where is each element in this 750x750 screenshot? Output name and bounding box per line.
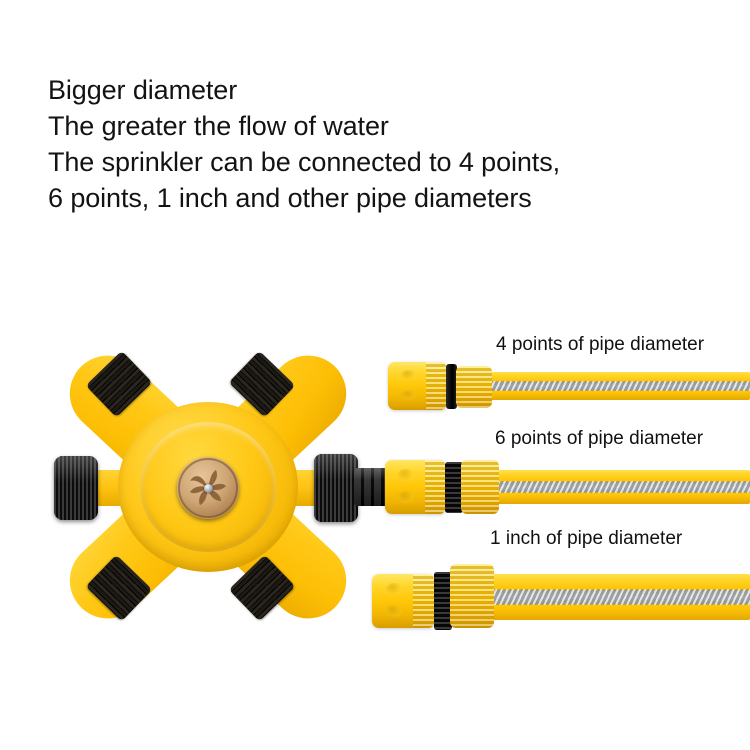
hose-assembly-1-inch: 1 inch of pipe diameter: [372, 528, 750, 630]
collar-ribs: [450, 564, 494, 628]
hose-label-1-inch: 1 inch of pipe diameter: [490, 528, 683, 549]
sprinkler-hub: [118, 402, 298, 572]
collar-ribs: [456, 366, 492, 408]
hose-coupler-6-points: [385, 460, 445, 514]
collar-ribs: [461, 460, 499, 514]
hose-mesh-6-points: [493, 481, 750, 493]
hose-coupler-4-points: [388, 362, 446, 410]
coupler-dimple-lower: [398, 491, 414, 504]
hose-assembly-4-points: 4 points of pipe diameter: [388, 330, 750, 410]
hose-label-6-points: 6 points of pipe diameter: [495, 428, 704, 449]
headline-line-1: Bigger diameter: [48, 75, 238, 105]
headline-line-2: The greater the flow of water: [48, 111, 389, 141]
brass-turbine-icon: [177, 457, 239, 519]
coupler-dimple-lower: [385, 605, 402, 618]
hose-tube-1-inch: [490, 574, 750, 620]
hose-black-collar-6-points: [445, 462, 463, 513]
hose-collar-1-inch: [450, 564, 494, 628]
headline-line-3: The sprinkler can be connected to 4 poin…: [48, 147, 561, 177]
hose-coupler-1-inch: [372, 574, 434, 628]
hose-collar-6-points: [461, 460, 499, 514]
hose-assembly-6-points: 6 points of pipe diameter: [385, 428, 750, 516]
hose-tube-6-points: [493, 470, 750, 504]
right-connector-nut: [314, 454, 358, 522]
coupler-ribs: [412, 574, 434, 628]
hose-mesh-1-inch: [490, 589, 750, 605]
headline-block: Bigger diameter The greater the flow of …: [48, 72, 738, 216]
hose-label-4-points: 4 points of pipe diameter: [496, 334, 705, 355]
hose-black-collar-1-inch: [434, 572, 452, 630]
coupler-ribs: [424, 460, 445, 514]
coupler-dimple-upper: [400, 369, 416, 381]
coupler-dimple-lower: [400, 389, 416, 401]
sprinkler-product-photo: [32, 322, 406, 652]
coupler-ribs: [426, 362, 446, 410]
hose-oring-4-points: [446, 364, 457, 409]
hose-mesh-4-points: [488, 381, 750, 391]
headline-line-4: 6 points, 1 inch and other pipe diameter…: [48, 183, 532, 213]
left-end-cap-knob: [54, 456, 98, 520]
hose-collar-4-points: [456, 366, 492, 408]
coupler-dimple-upper: [398, 468, 414, 481]
coupler-dimple-upper: [385, 582, 402, 595]
hose-tube-4-points: [488, 372, 750, 400]
